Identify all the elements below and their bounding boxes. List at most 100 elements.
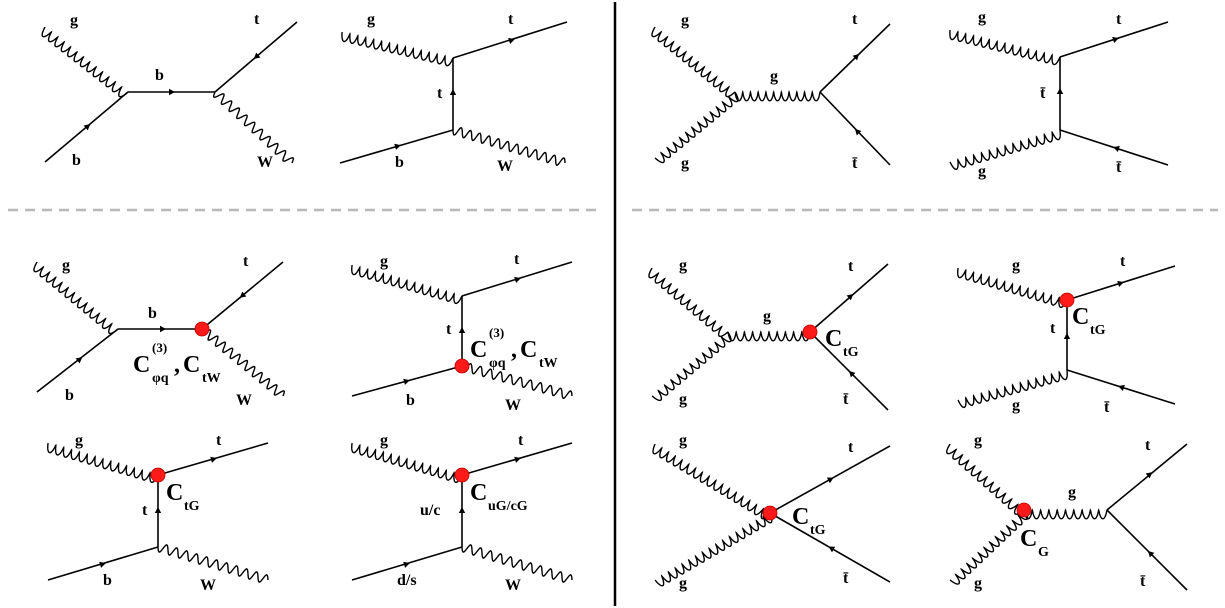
coupling-superscript: (3) [152, 340, 167, 355]
label-t: t [437, 85, 443, 102]
eft-vertex-dot [1059, 292, 1075, 308]
diagram-sm-gg-s-channel-ttbar: g g g t t̄ [651, 11, 891, 172]
arrow [160, 325, 166, 333]
coupling-label-ctg: C tG [825, 326, 859, 360]
label-w: W [505, 397, 521, 414]
label-g: g [62, 257, 70, 274]
coupling-c: C [133, 352, 150, 378]
label-t: t [848, 258, 854, 275]
eft-vertex-dot [762, 505, 778, 521]
label-g: g [770, 68, 778, 85]
label-b: b [155, 67, 164, 84]
label-g: g [974, 432, 982, 449]
arrow [846, 294, 854, 301]
label-w: W [257, 154, 273, 171]
diagram-sm-s-channel-tw: g b b t W [41, 11, 298, 171]
coupling-c: C [166, 480, 183, 506]
w-boson-line [200, 328, 285, 397]
coupling-c: C [183, 352, 200, 378]
coupling-c: C [792, 504, 809, 530]
coupling-c: C [520, 337, 537, 363]
arrow [1112, 36, 1119, 43]
coupling-superscript: (3) [489, 325, 504, 340]
label-g: g [380, 253, 388, 270]
label-w: W [505, 577, 521, 594]
diagram-eft-cug-fcnc: g t u/c d/s W C uG/cG [351, 432, 573, 594]
arrow [1117, 280, 1124, 287]
coupling-subscript: tG [810, 523, 826, 538]
label-g: g [978, 163, 986, 180]
gluon-line [957, 267, 1068, 309]
arrow [83, 124, 91, 131]
label-b: b [103, 572, 112, 589]
gluon-line [47, 442, 159, 484]
diagram-eft-gg-s-channel-ctg: g g g t t̄ C tG [648, 257, 889, 411]
label-b: b [72, 152, 81, 169]
gluon-line [949, 509, 1029, 585]
coupling-subscript: tG [843, 345, 859, 360]
arrow [848, 370, 856, 378]
gluon-line [651, 331, 732, 402]
label-g: g [1012, 257, 1020, 274]
coupling-subscript: tW [202, 371, 221, 386]
coupling-subscript: tG [1090, 323, 1106, 338]
eft-vertex-dot [454, 358, 470, 374]
arrow [75, 357, 83, 364]
label-b: b [395, 154, 404, 171]
coupling-c: C [1020, 526, 1037, 552]
label-w: W [200, 577, 216, 594]
coupling-label-cug-ccg: C uG/cG [470, 480, 528, 514]
gluon-line [41, 26, 129, 98]
label-g: g [679, 432, 687, 449]
label-tbar: t̄ [1140, 573, 1146, 590]
coupling-comma: , [174, 352, 180, 378]
eft-vertex-dot [802, 324, 818, 340]
arrow [1056, 88, 1064, 94]
antitop-quark-line [1106, 509, 1188, 591]
diagram-eft-s-channel-tw: g b b t W C (3) φq , C tW [33, 253, 285, 409]
w-boson-line [212, 91, 295, 164]
gluon-line [949, 29, 1061, 66]
arrow [828, 546, 836, 553]
arrow [449, 89, 457, 95]
coupling-c: C [470, 480, 487, 506]
label-tbar: t̄ [1104, 399, 1110, 416]
coupling-label-cphiq-ctw: C (3) φq , C tW [470, 325, 558, 371]
antitop-quark-line [819, 91, 891, 166]
coupling-subscript: uG/cG [488, 499, 528, 514]
gluon-line [341, 31, 454, 67]
arrow [403, 378, 410, 385]
label-g: g [681, 12, 689, 29]
arrow [210, 456, 217, 463]
gluon-line [654, 512, 773, 587]
eft-vertex-dot [454, 467, 470, 483]
arrow [394, 143, 401, 150]
eft-vertex-dot [150, 467, 166, 483]
diagram-eft-contact-ctg: g g t t̄ C tG [652, 432, 891, 592]
label-tbar: t̄ [1116, 159, 1122, 176]
arrow [1113, 145, 1120, 152]
label-g: g [70, 12, 78, 29]
arrow [169, 88, 175, 96]
arrow [1063, 333, 1071, 339]
label-g: g [679, 575, 687, 592]
label-uc: u/c [420, 502, 440, 519]
arrow [852, 53, 860, 61]
label-g: g [974, 575, 982, 592]
coupling-c: C [1072, 304, 1089, 330]
eft-vertex-dot [194, 321, 210, 337]
w-boson-line [157, 544, 269, 583]
label-b: b [406, 392, 415, 409]
arrow [1118, 384, 1125, 391]
arrow [1145, 472, 1153, 479]
diagram-sm-t-channel-tw: g t t b W [339, 11, 568, 175]
w-boson-line [452, 126, 566, 167]
coupling-subscript: φq [152, 371, 169, 386]
arrow [1147, 550, 1155, 558]
diagram-eft-cg-triple-gluon: g g g t t̄ C G [946, 432, 1188, 592]
label-t: t [446, 321, 452, 338]
arrow [403, 561, 410, 568]
gluon-line [652, 443, 771, 520]
coupling-subscript: φq [489, 356, 506, 371]
